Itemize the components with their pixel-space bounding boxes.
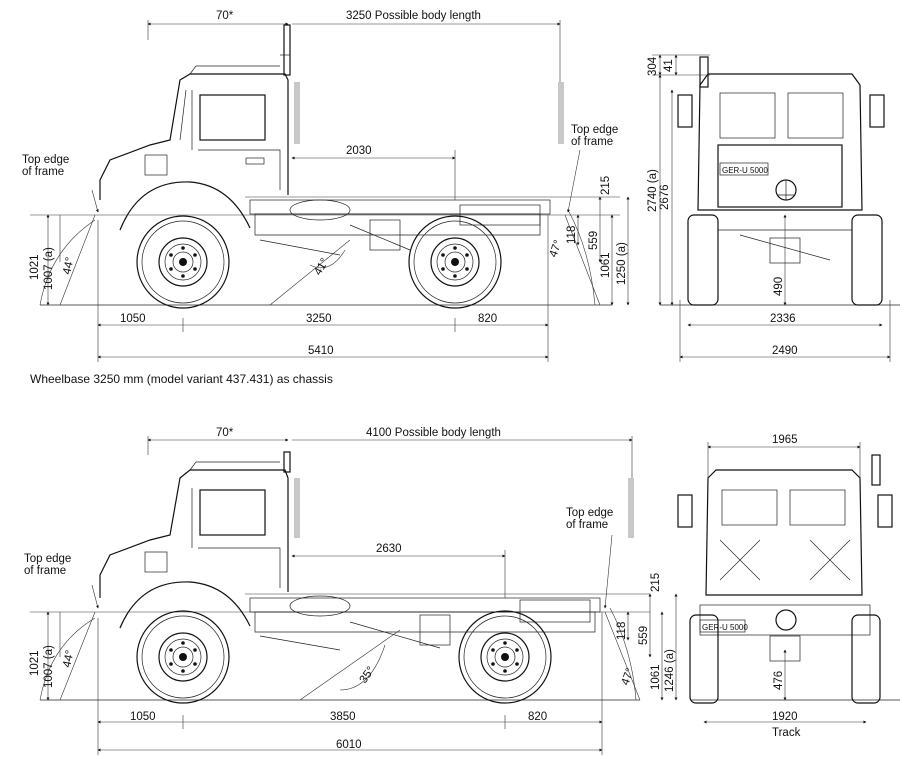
top-angle-41: 41°	[312, 256, 331, 277]
figure-caption: Wheelbase 3250 mm (model variant 437.431…	[30, 372, 333, 386]
top-angle-47: 47°	[548, 239, 565, 259]
top-h1021: 1021	[29, 254, 41, 280]
bottom-edge-frame-right-1: Top edge	[566, 507, 613, 519]
top-f2676: 2676	[659, 184, 671, 210]
top-front-dimensions	[652, 54, 891, 362]
bottom-h1246: 1246 (a)	[664, 649, 676, 692]
top-h1061: 1061	[600, 252, 612, 278]
bottom-angle-44: 44°	[61, 649, 76, 669]
top-overhang-label: 70*	[216, 10, 234, 22]
top-edge-frame-right-2: of frame	[571, 136, 613, 148]
top-h1250: 1250 (a)	[616, 242, 628, 285]
bottom-f1920: 1920	[772, 711, 798, 723]
top-frame-length-label: 2030	[346, 145, 372, 157]
bottom-f1965: 1965	[772, 434, 798, 446]
top-dim-820: 820	[478, 313, 497, 325]
bottom-track-label: Track	[772, 727, 801, 739]
bottom-side-view	[30, 451, 650, 704]
bottom-dim-1050: 1050	[130, 711, 156, 723]
bottom-body-length-label: 4100 Possible body length	[366, 427, 501, 439]
top-body-length-label: 3250 Possible body length	[346, 10, 481, 22]
top-h559: 559	[588, 231, 600, 250]
bottom-dim-3850: 3850	[330, 711, 356, 723]
bottom-f476: 476	[773, 671, 785, 690]
top-f2490: 2490	[772, 345, 798, 357]
bottom-labels: 70* 4100 Possible body length 2630 Top e…	[24, 427, 676, 751]
top-angle-44: 44°	[61, 256, 76, 276]
top-edge-frame-left-1: Top edge	[22, 154, 69, 166]
top-dim-5410: 5410	[308, 345, 334, 357]
bottom-front-dimensions	[703, 442, 867, 724]
top-h118: 118	[566, 226, 578, 244]
top-dimensions	[46, 20, 630, 362]
top-side-view	[30, 24, 620, 309]
bottom-dim-6010: 6010	[336, 739, 362, 751]
bottom-edge-frame-right-2: of frame	[566, 519, 608, 531]
bottom-dim-820: 820	[528, 711, 547, 723]
top-edge-frame-right-1: Top edge	[571, 124, 618, 136]
bottom-front-view: GER-U 5000	[677, 454, 900, 704]
top-h1007: 1007 (a)	[43, 247, 55, 290]
top-front-labels: 304 41 2740 (a) 2676 490 2336 2490	[647, 56, 798, 357]
top-edge-frame-left-2: of frame	[22, 166, 64, 178]
top-h215: 215	[600, 176, 612, 195]
bottom-edge-frame-left-2: of frame	[24, 565, 66, 577]
bottom-front-labels: 1965 476 1920 Track	[772, 434, 801, 739]
top-f490: 490	[773, 277, 785, 296]
bottom-h1021: 1021	[29, 650, 41, 676]
bottom-frame-length-label: 2630	[376, 543, 402, 555]
top-labels: 70* 3250 Possible body length 2030 Top e…	[22, 10, 628, 357]
bottom-h215: 215	[650, 573, 662, 592]
bottom-h118: 118	[616, 622, 628, 640]
top-f41: 41	[663, 59, 675, 72]
bottom-edge-frame-left-1: Top edge	[24, 553, 71, 565]
top-dim-1050: 1050	[120, 313, 146, 325]
top-f2740: 2740 (a)	[647, 169, 659, 212]
top-dim-3250: 3250	[306, 313, 332, 325]
bottom-h1007: 1007 (a)	[43, 645, 55, 688]
top-front-view: GER-U 5000	[660, 56, 900, 306]
bottom-h1061: 1061	[650, 664, 662, 690]
top-f304: 304	[647, 56, 659, 76]
bottom-angle-47: 47°	[620, 667, 637, 687]
top-front-plate: GER-U 5000	[722, 166, 768, 175]
bottom-overhang-label: 70*	[216, 427, 234, 439]
bottom-h559: 559	[638, 626, 650, 645]
top-f2336: 2336	[770, 313, 796, 325]
bottom-dimensions	[46, 436, 678, 755]
bottom-front-plate: GER-U 5000	[702, 623, 748, 632]
